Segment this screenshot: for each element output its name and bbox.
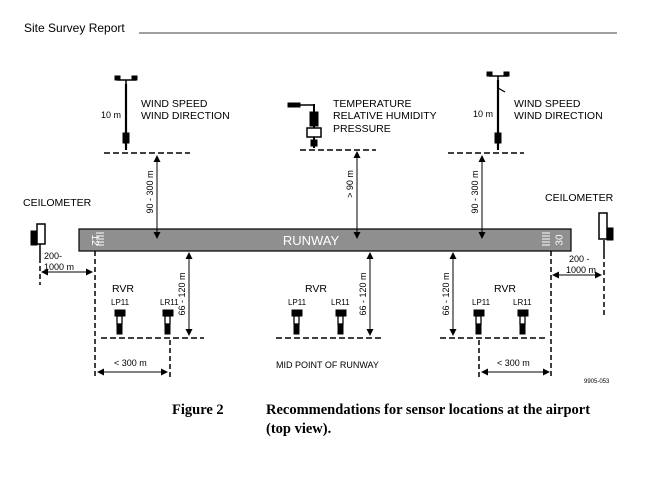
rvr-left: RVR LP11 LR11 66 - 120 m < 300 m [97, 252, 204, 380]
rvr-middle-label: RVR [305, 283, 327, 295]
rvr-right-lr: LR11 [513, 298, 532, 307]
rvr-middle-distance: 66 - 120 m [358, 272, 368, 315]
temp-distance: > 90 m [345, 170, 355, 198]
wind-right-distance: 90 - 300 m [470, 170, 480, 213]
report-title: Site Survey Report [24, 21, 125, 35]
rvr-left-offset: < 300 m [114, 358, 147, 368]
rvr-right-lp: LP11 [472, 298, 491, 307]
rvr-right-label: RVR [494, 283, 516, 295]
rvr-middle: RVR LP11 LR11 66 - 120 m [276, 252, 383, 339]
ceilometer-right-distance-2: 1000 m [566, 265, 596, 275]
wind-mast-right [448, 71, 524, 154]
temp-line1: TEMPERATURE [333, 98, 412, 110]
rvr-left-label: RVR [112, 283, 134, 295]
rvr-left-distance: 66 - 120 m [177, 272, 187, 315]
temperature-sensor-mast [287, 102, 376, 151]
runway-threshold-left [96, 232, 104, 246]
rvr-right-offset: < 300 m [497, 358, 530, 368]
runway-label: RUNWAY [283, 233, 340, 248]
rvr-left-lp: LP11 [111, 298, 130, 307]
caption-line-2: (top view). [266, 421, 332, 437]
ceilometer-right-distance-1: 200 - [569, 254, 590, 264]
ceilometer-right [598, 212, 614, 318]
caption-figure-number: Figure 2 [172, 402, 224, 418]
wind-left-height: 10 m [101, 110, 121, 120]
wind-right-line2: WIND DIRECTION [514, 110, 603, 122]
ceilometer-left-label: CEILOMETER [23, 197, 92, 209]
ceilometer-left-distance-2: 1000 m [44, 262, 74, 272]
wind-left-distance: 90 - 300 m [145, 170, 155, 213]
ceilometer-left [30, 223, 46, 285]
rvr-left-lr: LR11 [160, 298, 179, 307]
runway-threshold-right [542, 232, 550, 246]
temp-line3: PRESSURE [333, 123, 391, 135]
wind-left-line2: WIND DIRECTION [141, 110, 230, 122]
wind-right-height: 10 m [473, 109, 493, 119]
midpoint-label: MID POINT OF RUNWAY [276, 360, 379, 370]
wind-mast-left [104, 75, 190, 154]
runway-end-30: 30 [555, 234, 566, 246]
temp-line2: RELATIVE HUMIDITY [333, 110, 437, 122]
rvr-right-distance: 66 - 120 m [441, 272, 451, 315]
wind-right-line1: WIND SPEED [514, 98, 581, 110]
caption-line-1: Recommendations for sensor locations at … [266, 402, 591, 418]
rvr-middle-lp: LP11 [288, 298, 307, 307]
runway [78, 228, 572, 252]
rvr-middle-lr: LR11 [331, 298, 350, 307]
ceilometer-left-distance-1: 200- [44, 251, 62, 261]
ceilometer-right-label: CEILOMETER [545, 192, 614, 204]
rvr-right: RVR LP11 LR11 66 - 120 m < 300 m [440, 252, 550, 380]
runway-end-12: 12 [89, 234, 100, 246]
figure-code: 9905-053 [584, 379, 610, 385]
wind-left-line1: WIND SPEED [141, 98, 208, 110]
